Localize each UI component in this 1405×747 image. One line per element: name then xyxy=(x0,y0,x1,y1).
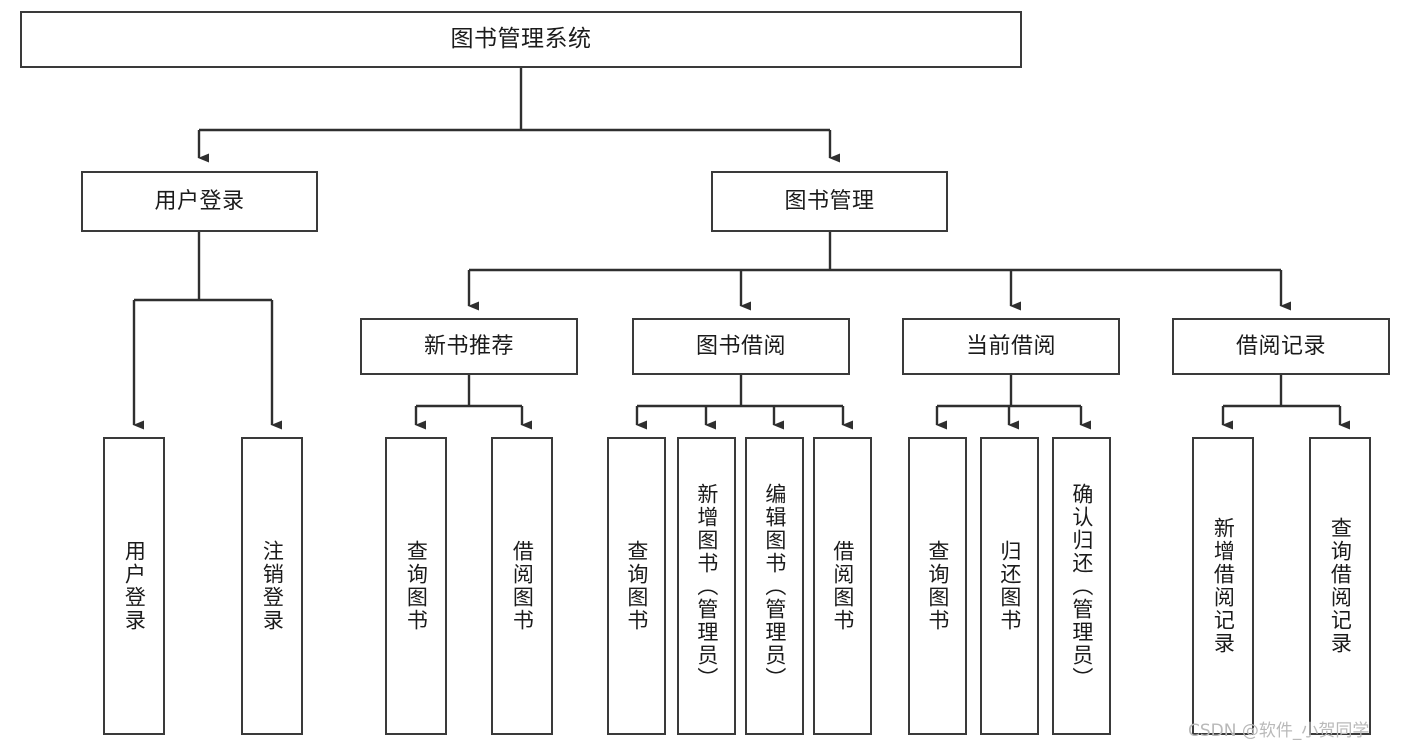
node-leaf-query-record[interactable]: 查询借阅记录 xyxy=(1309,437,1371,735)
node-leaf-edit-book-label: 编辑图书（管理员） xyxy=(762,482,787,690)
node-leaf-add-record-label: 新增借阅记录 xyxy=(1211,517,1236,655)
node-leaf-query-book-3-label: 查询图书 xyxy=(925,540,950,632)
node-leaf-user-logout[interactable]: 注销登录 xyxy=(241,437,303,735)
node-leaf-user-login[interactable]: 用户登录 xyxy=(103,437,165,735)
node-book-borrow-label: 图书借阅 xyxy=(695,333,786,359)
node-root[interactable]: 图书管理系统 xyxy=(20,11,1022,68)
node-leaf-query-book-3[interactable]: 查询图书 xyxy=(908,437,967,735)
node-leaf-add-record[interactable]: 新增借阅记录 xyxy=(1192,437,1254,735)
node-leaf-query-record-label: 查询借阅记录 xyxy=(1328,517,1353,655)
node-new-book-recommend[interactable]: 新书推荐 xyxy=(360,318,578,375)
node-leaf-user-login-label: 用户登录 xyxy=(122,540,147,632)
node-new-book-recommend-label: 新书推荐 xyxy=(423,333,514,359)
node-current-borrow-label: 当前借阅 xyxy=(965,333,1056,359)
node-book-management[interactable]: 图书管理 xyxy=(711,171,948,232)
node-leaf-borrow-book-2[interactable]: 借阅图书 xyxy=(813,437,872,735)
node-leaf-borrow-book-2-label: 借阅图书 xyxy=(830,540,855,632)
node-leaf-add-book-label: 新增图书（管理员） xyxy=(694,482,719,690)
node-leaf-query-book-1[interactable]: 查询图书 xyxy=(385,437,447,735)
node-leaf-borrow-book-1[interactable]: 借阅图书 xyxy=(491,437,553,735)
node-root-label: 图书管理系统 xyxy=(450,26,592,53)
node-current-borrow[interactable]: 当前借阅 xyxy=(902,318,1120,375)
node-borrow-record[interactable]: 借阅记录 xyxy=(1172,318,1390,375)
node-leaf-borrow-book-1-label: 借阅图书 xyxy=(510,540,535,632)
node-leaf-confirm-return-label: 确认归还（管理员） xyxy=(1069,482,1094,690)
node-user-login-label: 用户登录 xyxy=(154,188,245,214)
watermark: CSDN @软件_小贺同学 xyxy=(1188,721,1370,741)
node-user-login[interactable]: 用户登录 xyxy=(81,171,318,232)
node-leaf-add-book[interactable]: 新增图书（管理员） xyxy=(677,437,736,735)
node-leaf-user-logout-label: 注销登录 xyxy=(260,540,285,632)
node-leaf-query-book-2-label: 查询图书 xyxy=(624,540,649,632)
node-leaf-return-book[interactable]: 归还图书 xyxy=(980,437,1039,735)
node-book-borrow[interactable]: 图书借阅 xyxy=(632,318,850,375)
node-borrow-record-label: 借阅记录 xyxy=(1235,333,1326,359)
node-leaf-confirm-return[interactable]: 确认归还（管理员） xyxy=(1052,437,1111,735)
node-leaf-edit-book[interactable]: 编辑图书（管理员） xyxy=(745,437,804,735)
node-book-management-label: 图书管理 xyxy=(784,188,875,214)
node-leaf-return-book-label: 归还图书 xyxy=(997,540,1022,632)
node-leaf-query-book-2[interactable]: 查询图书 xyxy=(607,437,666,735)
node-leaf-query-book-1-label: 查询图书 xyxy=(404,540,429,632)
